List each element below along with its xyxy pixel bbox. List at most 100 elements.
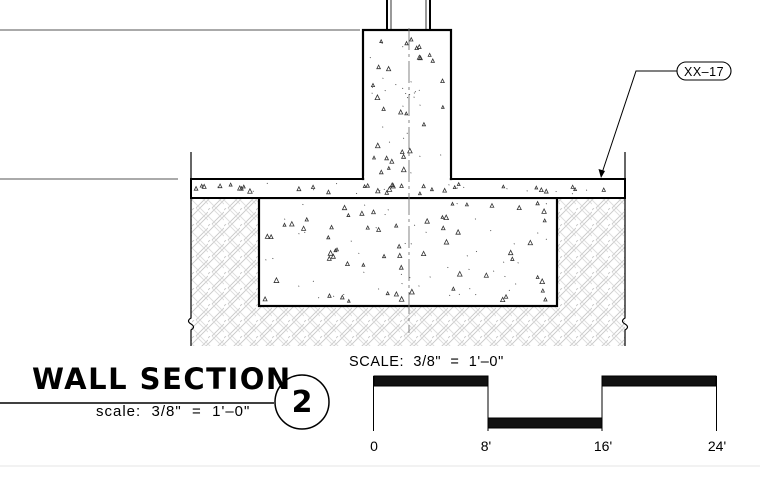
aggregate-mark [379, 190, 381, 192]
aggregate-mark [447, 266, 449, 269]
aggregate-mark [382, 126, 384, 128]
aggregate-mark [417, 54, 423, 61]
aggregate-mark [440, 154, 442, 156]
aggregate-mark [400, 273, 403, 275]
aggregate-mark [289, 220, 295, 227]
aggregate-mark [381, 42, 383, 44]
aggregate-mark [302, 203, 304, 206]
aggregate-mark [504, 275, 506, 278]
aggregate-mark [371, 86, 374, 88]
aggregate-mark [490, 230, 492, 232]
aggregate-mark [499, 296, 506, 303]
aggregate-mark [413, 224, 416, 226]
aggregate-mark [543, 296, 548, 302]
aggregate-mark [507, 249, 514, 256]
aggregate-mark [384, 89, 386, 92]
aggregate-mark [416, 43, 422, 49]
aggregate-mark [455, 228, 461, 235]
aggregate-mark [346, 298, 351, 303]
aggregate-mark [407, 147, 413, 154]
aggregate-mark [419, 155, 421, 157]
aggregate-mark [326, 234, 331, 240]
aggregate-mark [517, 262, 519, 264]
aggregate-mark [408, 93, 411, 96]
aggregate-mark [573, 186, 578, 192]
aggregate-mark [489, 202, 495, 208]
aggregate-mark [527, 239, 534, 246]
aggregate-mark [406, 132, 408, 134]
aggregate-mark [398, 295, 405, 302]
aggregate-mark [456, 270, 463, 277]
aggregate-mark [404, 242, 406, 245]
aggregate-mark [386, 185, 393, 192]
aggregate-mark [501, 184, 506, 189]
aggregate-mark [545, 203, 547, 205]
scale-tick-8: 8' [480, 438, 492, 454]
section-scale-text: scale: 3/8" = 1'–0" [96, 403, 251, 420]
aggregate-mark [346, 212, 351, 217]
aggregate-mark [374, 94, 381, 101]
aggregate-mark [388, 141, 391, 143]
aggregate-mark [264, 233, 271, 239]
aggregate-mark [262, 296, 268, 302]
aggregate-mark [374, 142, 381, 149]
callout-tag-text: XX–17 [684, 65, 724, 79]
aggregate-mark [396, 243, 402, 249]
aggregate-mark [284, 218, 286, 220]
aggregate-mark [413, 92, 416, 94]
aggregate-mark [398, 109, 404, 115]
aggregate-mark [228, 182, 233, 187]
aggregate-mark [421, 183, 426, 189]
aggregate-mark [443, 214, 450, 221]
aggregate-mark [365, 225, 370, 230]
aggregate-mark [585, 189, 588, 191]
aggregate-mark [364, 204, 366, 206]
aggregate-mark [300, 225, 307, 231]
aggregate-mark [333, 295, 335, 297]
slab-on-grade [190, 178, 626, 199]
aggregate-mark [344, 260, 351, 267]
scale-tick-24: 24' [707, 438, 727, 454]
aggregate-mark [376, 226, 382, 232]
aggregate-mark [570, 184, 575, 189]
aggregate-mark [236, 184, 243, 191]
aggregate-mark [377, 288, 380, 290]
aggregate-mark [390, 182, 396, 189]
aggregate-mark [359, 210, 365, 216]
detail-number-circle [274, 374, 330, 430]
aggregate-mark [393, 291, 400, 297]
aggregate-mark [508, 289, 510, 292]
aggregate-mark [408, 288, 415, 295]
aggregate-mark [466, 255, 468, 257]
aggregate-mark [387, 209, 389, 211]
aggregate-mark [298, 233, 300, 235]
aggregate-mark [414, 45, 420, 51]
aggregate-mark [458, 293, 460, 295]
aggregate-mark [526, 190, 528, 192]
aggregate-mark [341, 204, 348, 211]
aggregate-mark [417, 191, 422, 196]
aggregate-mark [318, 297, 320, 299]
aggregate-mark [427, 52, 432, 57]
concrete-footing [257, 196, 559, 308]
aggregate-mark [402, 87, 404, 89]
aggregate-mark [358, 252, 360, 254]
aggregate-mark [442, 187, 448, 193]
aggregate-mark [410, 172, 412, 174]
scale-bar-title: SCALE: 3/8" = 1'–0" [349, 354, 504, 370]
aggregate-mark [370, 209, 377, 215]
aggregate-mark [451, 286, 456, 291]
aggregate-mark [418, 285, 420, 287]
aggregate-mark [330, 253, 337, 259]
aggregate-mark [379, 38, 384, 43]
aggregate-mark [402, 105, 404, 107]
aggregate-mark [371, 155, 377, 160]
aggregate-mark [327, 249, 334, 256]
aggregate-mark [410, 81, 412, 83]
aggregate-mark [282, 222, 287, 227]
aggregate-mark [252, 190, 254, 192]
aggregate-mark [350, 240, 352, 242]
scale-bar-segment-1 [373, 375, 489, 387]
aggregate-mark [378, 169, 384, 175]
aggregate-mark [401, 283, 403, 285]
